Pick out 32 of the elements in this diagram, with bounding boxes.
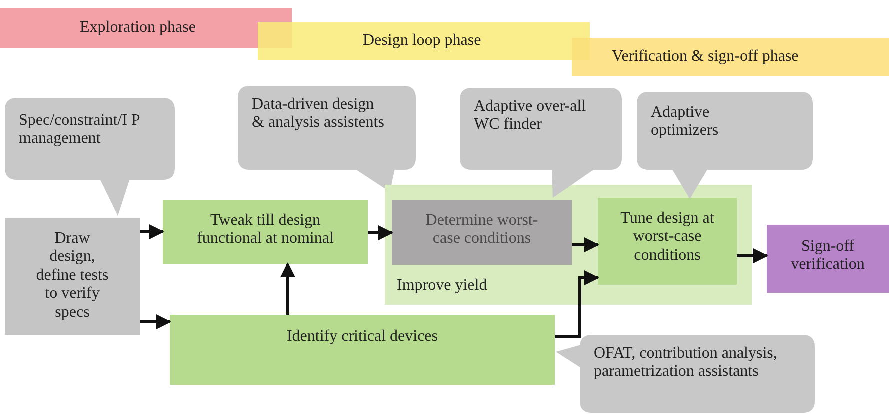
- phase-band: [572, 38, 889, 76]
- callout-text: Adaptive optimizers: [651, 104, 720, 141]
- step-label: Tweak till design functional at nominal: [196, 212, 335, 249]
- group-panel: [385, 185, 752, 305]
- step-label: Tune design at worst-case conditions: [620, 210, 716, 266]
- process-box: [163, 200, 368, 264]
- process-box: [392, 200, 572, 265]
- phase-label: Exploration phase: [80, 19, 197, 38]
- phase-label: Verification & sign-off phase: [612, 48, 800, 66]
- arrow: [140, 224, 164, 240]
- step-label: Determine worst-case conditions: [424, 212, 540, 249]
- group-label: Improve yield: [397, 277, 488, 296]
- arrow: [555, 270, 600, 338]
- phase-band: [258, 22, 590, 60]
- arrow: [368, 226, 394, 240]
- process-box: [767, 225, 889, 293]
- callout-text: Spec/constraint/I P management: [19, 112, 141, 149]
- process-box: [598, 198, 737, 285]
- callout-text: OFAT, contribution analysis, parametrization assistants: [594, 345, 778, 382]
- arrow: [737, 248, 768, 264]
- step-label: Identify critical devices: [286, 328, 440, 346]
- step-label: Draw design, define tests to verify specs: [35, 230, 110, 322]
- step-label: Sign-off verification: [790, 238, 866, 275]
- arrow: [572, 238, 600, 252]
- phase-label: Design loop phase: [363, 32, 482, 50]
- process-box: [5, 218, 140, 335]
- process-box: [170, 315, 555, 385]
- arrow: [140, 314, 172, 330]
- callout-text: Data-driven design & analysis assistents: [252, 96, 386, 133]
- arrow: [280, 262, 296, 315]
- phase-band: [0, 8, 292, 48]
- callout-text: Adaptive over-all WC finder: [474, 98, 588, 135]
